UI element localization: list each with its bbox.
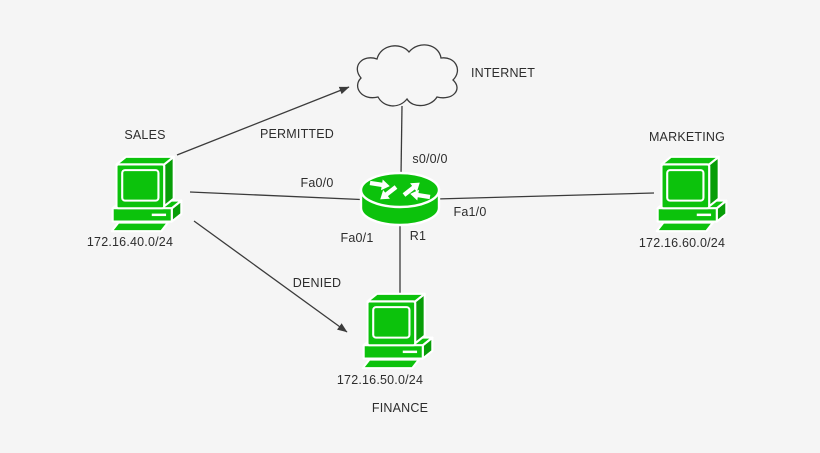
interface-label-serial0: s0/0/0	[412, 151, 448, 166]
finance-pc-icon	[354, 289, 442, 371]
sales-label: SALES	[124, 127, 166, 142]
denied-flow-label: DENIED	[292, 275, 342, 290]
link-router-marketing	[435, 192, 655, 200]
sales-pc-icon	[103, 152, 191, 234]
router-arrows	[369, 179, 431, 201]
internet-cloud-icon	[356, 44, 458, 107]
internet-label: INTERNET	[470, 65, 536, 80]
link-internet-router	[400, 105, 403, 177]
interface-label-fa1-0: Fa1/0	[453, 204, 487, 219]
router-name-label: R1	[409, 228, 427, 243]
sales-subnet-label: 172.16.40.0/24	[86, 234, 174, 249]
finance-label: FINANCE	[371, 400, 429, 415]
link-sales-router	[189, 191, 373, 201]
interface-label-fa0-0: Fa0/0	[300, 175, 334, 190]
marketing-subnet-label: 172.16.60.0/24	[638, 235, 726, 250]
interface-label-fa0-1: Fa0/1	[340, 230, 374, 245]
flow-arrow-sales-internet-permitted	[176, 86, 350, 156]
finance-subnet-label: 172.16.50.0/24	[336, 372, 424, 387]
flow-arrow-sales-finance-denied	[193, 220, 348, 333]
marketing-label: MARKETING	[648, 129, 726, 144]
marketing-pc-icon	[648, 152, 736, 234]
router-icon	[359, 171, 441, 227]
permitted-flow-label: PERMITTED	[259, 126, 335, 141]
